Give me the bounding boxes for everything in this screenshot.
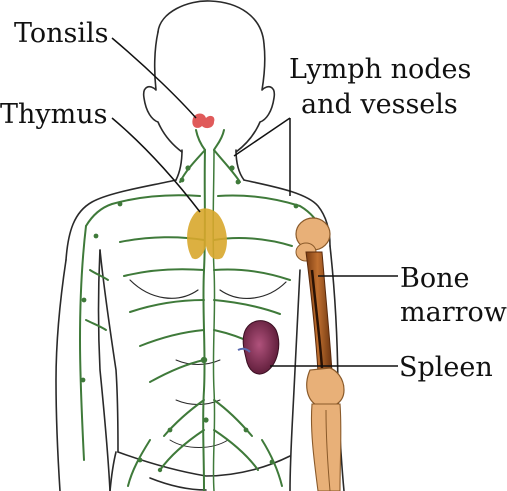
lymph-nodes-label-line1: Lymph nodes [289, 55, 471, 85]
tonsils-organ [192, 114, 214, 129]
lymph-nodes [81, 165, 299, 472]
bone-marrow-label-line1: Bone [400, 264, 469, 294]
thymus-label: Thymus [0, 100, 108, 130]
leader-lines [112, 38, 398, 366]
thymus-leader [112, 118, 200, 212]
lymph-nodes-label-line2: and vessels [301, 90, 458, 120]
thymus-organ [187, 208, 227, 259]
spleen-label: Spleen [399, 353, 493, 383]
bone-marrow-label-line2: marrow [400, 298, 507, 328]
lymph-leader-left [234, 118, 290, 156]
tonsils-leader [112, 38, 196, 118]
lymph-vessels [80, 130, 322, 491]
tonsils-label: Tonsils [14, 19, 109, 49]
